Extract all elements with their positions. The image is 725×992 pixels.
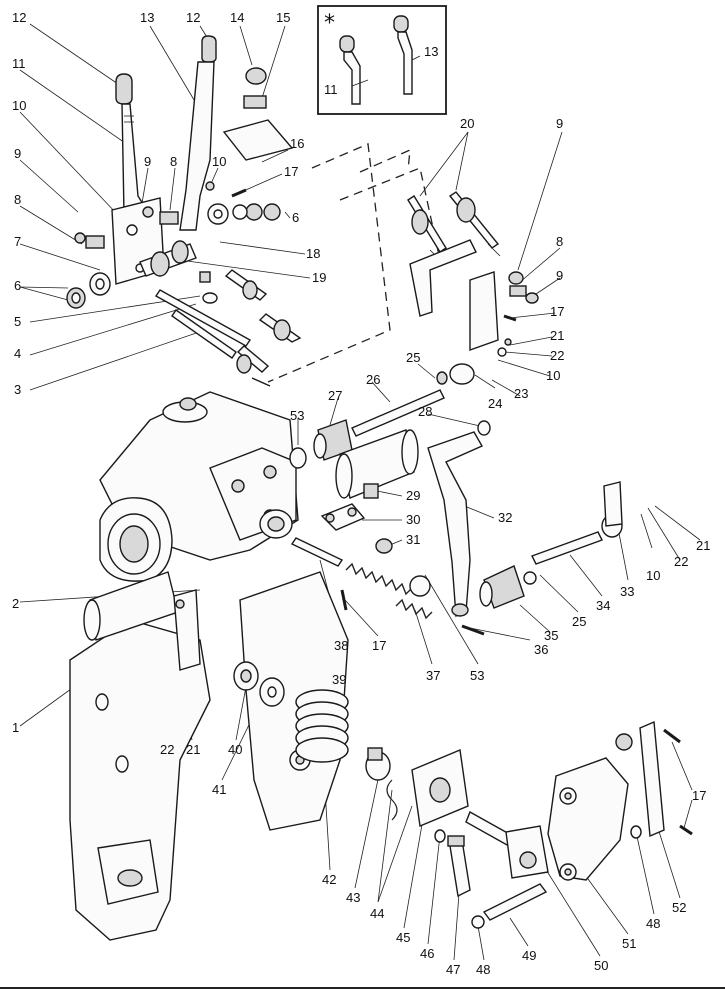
- callout-14: 14: [230, 10, 244, 25]
- callout-3: 3: [14, 382, 21, 397]
- callout-48: 48: [476, 962, 490, 977]
- callout-9: 9: [14, 146, 21, 161]
- callout-48b: 48: [646, 916, 660, 931]
- callout-37: 37: [426, 668, 440, 683]
- callout-11-inset: 11: [324, 82, 338, 97]
- callout-23: 23: [514, 386, 528, 401]
- callout-13: 13: [140, 10, 154, 25]
- callout-31: 31: [406, 532, 420, 547]
- callout-10: 10: [12, 98, 26, 113]
- callout-27: 27: [328, 388, 342, 403]
- callout-16: 16: [290, 136, 304, 151]
- control-cluster: [351, 191, 539, 437]
- callout-25: 25: [406, 350, 420, 365]
- callout-9c: 9: [556, 116, 563, 131]
- callout-21b: 21: [696, 538, 710, 553]
- callout-17: 17: [284, 164, 298, 179]
- callout-44: 44: [370, 906, 384, 921]
- callout-labels: 12 13 12 14 15 11 10 9 9 8 10 16 8 17 6 …: [12, 10, 710, 977]
- callout-4: 4: [14, 346, 21, 361]
- callout-33: 33: [620, 584, 634, 599]
- callout-39: 39: [332, 672, 346, 687]
- callout-50: 50: [594, 958, 608, 973]
- callout-43: 43: [346, 890, 360, 905]
- mounting-bracket: [69, 571, 349, 941]
- callout-6: 6: [292, 210, 299, 225]
- callout-41: 41: [212, 782, 226, 797]
- callout-45: 45: [396, 930, 410, 945]
- spring-and-rods: [259, 419, 623, 636]
- inset-asterisk: *: [324, 11, 335, 36]
- callout-9b: 9: [144, 154, 151, 169]
- callout-29: 29: [406, 488, 420, 503]
- callout-36: 36: [534, 642, 548, 657]
- callout-35: 35: [544, 628, 558, 643]
- callout-10b: 10: [212, 154, 226, 169]
- callout-38: 38: [334, 638, 348, 653]
- callout-18: 18: [306, 246, 320, 261]
- callout-22b: 22: [674, 554, 688, 569]
- callout-22c: 22: [160, 742, 174, 757]
- callout-17b: 17: [550, 304, 564, 319]
- callout-6b: 6: [14, 278, 21, 293]
- callout-8b: 8: [14, 192, 21, 207]
- callout-13-inset: 13: [424, 44, 438, 59]
- callout-30: 30: [406, 512, 420, 527]
- callout-12b: 12: [186, 10, 200, 25]
- inset-variant: *: [317, 5, 447, 115]
- callout-28: 28: [418, 404, 432, 419]
- callout-5: 5: [14, 314, 21, 329]
- callout-21c: 21: [186, 742, 200, 757]
- callout-52: 52: [672, 900, 686, 915]
- lever-assembly: [66, 35, 302, 387]
- callout-40: 40: [228, 742, 242, 757]
- callout-11: 11: [12, 56, 26, 71]
- callout-1: 1: [12, 720, 19, 735]
- callout-34: 34: [596, 598, 610, 613]
- callout-53: 53: [290, 408, 304, 423]
- pump-housing: [99, 391, 299, 582]
- callout-8c: 8: [556, 234, 563, 249]
- bottom-assembly: [233, 661, 693, 929]
- callout-47: 47: [446, 962, 460, 977]
- callout-8: 8: [170, 154, 177, 169]
- callout-21: 21: [550, 328, 564, 343]
- callout-32: 32: [498, 510, 512, 525]
- callout-10d: 10: [646, 568, 660, 583]
- callout-19: 19: [312, 270, 326, 285]
- callout-2: 2: [12, 596, 19, 611]
- callout-17c: 17: [372, 638, 386, 653]
- callout-22: 22: [550, 348, 564, 363]
- callout-25b: 25: [572, 614, 586, 629]
- callout-7: 7: [14, 234, 21, 249]
- callout-42: 42: [322, 872, 336, 887]
- callout-9d: 9: [556, 268, 563, 283]
- callout-15: 15: [276, 10, 290, 25]
- callout-24: 24: [488, 396, 502, 411]
- callout-12: 12: [12, 10, 26, 25]
- callout-26: 26: [366, 372, 380, 387]
- callout-10c: 10: [546, 368, 560, 383]
- callout-17d: 17: [692, 788, 706, 803]
- dashed-assembly-outline: [267, 143, 441, 383]
- callout-49: 49: [522, 948, 536, 963]
- callout-46: 46: [420, 946, 434, 961]
- leader-lines: [19, 23, 701, 961]
- callout-53b: 53: [470, 668, 484, 683]
- callout-51: 51: [622, 936, 636, 951]
- callout-20: 20: [460, 116, 474, 131]
